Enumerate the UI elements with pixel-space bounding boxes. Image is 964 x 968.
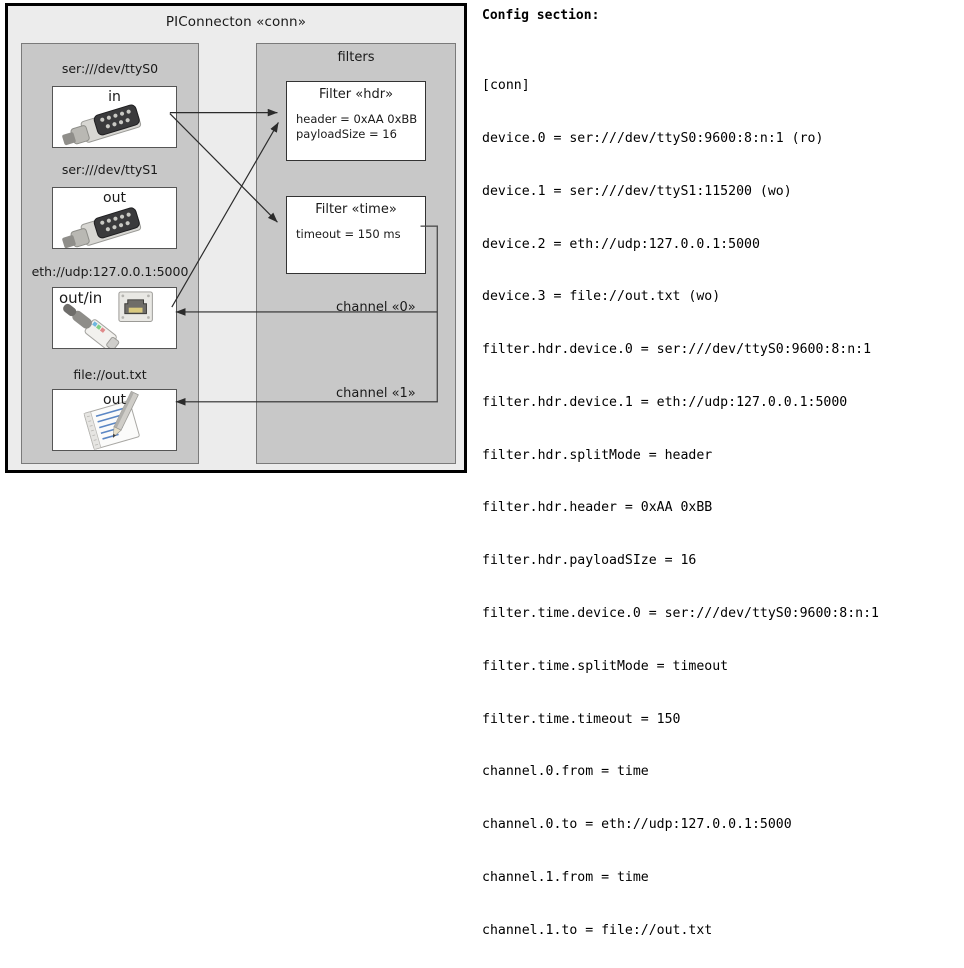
ethernet-rj45-icon	[63, 291, 153, 348]
serial-db9-connector-icon	[62, 104, 142, 146]
config-line: filter.hdr.device.1 = eth://udp:127.0.0.…	[482, 394, 848, 410]
text-file-icon	[83, 390, 140, 450]
config-section: Config section: [conn] device.0 = ser://…	[482, 0, 964, 938]
device-caption-ttys1: ser:///dev/ttyS1	[61, 162, 159, 177]
diagram-page: PIConnecton «conn» filters ser:///dev/tt…	[5, 0, 964, 938]
config-line: device.1 = ser:///dev/ttyS1:115200 (wo)	[482, 183, 792, 199]
filter-prop: header = 0xAA 0xBB	[296, 112, 418, 126]
config-line: [conn]	[482, 78, 530, 94]
wire-channel-1	[175, 311, 438, 406]
page-title: PIConnecton «conn»	[165, 14, 307, 30]
device-card-file[interactable]: out	[52, 389, 177, 451]
filters-group-label: filters	[337, 50, 375, 65]
config-line: device.0 = ser:///dev/ttyS0:9600:8:n:1 (…	[482, 130, 824, 146]
serial-db9-connector-icon	[62, 207, 142, 248]
config-line: channel.1.from = time	[482, 869, 649, 885]
device-caption-file: file://out.txt	[73, 367, 147, 382]
filter-title-hdr: Filter «hdr»	[318, 87, 394, 102]
filter-props-time: timeout = 150 ms	[296, 227, 401, 242]
config-line: filter.hdr.header = 0xAA 0xBB	[482, 500, 713, 516]
config-line: device.3 = file://out.txt (wo)	[482, 289, 721, 305]
wire-eth-to-hdr	[171, 122, 279, 308]
config-line: filter.hdr.device.0 = ser:///dev/ttyS0:9…	[482, 342, 872, 358]
device-caption-eth: eth://udp:127.0.0.1:5000	[31, 264, 189, 279]
connector-wires	[169, 108, 438, 406]
channel-label-1: channel «1»	[336, 386, 416, 401]
piconnector-diagram: PIConnecton «conn» filters ser:///dev/tt…	[5, 3, 467, 473]
config-line: filter.time.splitMode = timeout	[482, 658, 729, 674]
config-line: device.2 = eth://udp:127.0.0.1:5000	[482, 236, 760, 252]
filter-prop: timeout = 150 ms	[296, 227, 401, 241]
wire-ttys0-to-time	[169, 113, 278, 223]
channel-label-0: channel «0»	[336, 300, 416, 315]
config-line: filter.hdr.payloadSIze = 16	[482, 553, 697, 569]
filter-title-time: Filter «time»	[315, 202, 397, 217]
config-text: [conn] device.0 = ser:///dev/ttyS0:9600:…	[482, 42, 879, 968]
device-card-ttys0[interactable]: in	[52, 86, 177, 148]
config-line: channel.0.to = eth://udp:127.0.0.1:5000	[482, 817, 792, 833]
config-heading: Config section:	[482, 8, 600, 23]
channel-0-outline	[420, 225, 438, 312]
filter-box-time[interactable]: Filter «time» timeout = 150 ms	[286, 196, 426, 274]
device-caption-ttys0: ser:///dev/ttyS0	[61, 61, 159, 76]
config-line: filter.time.timeout = 150	[482, 711, 681, 727]
filter-props-hdr: header = 0xAA 0xBB payloadSize = 16	[296, 112, 417, 142]
filter-box-hdr[interactable]: Filter «hdr» header = 0xAA 0xBB payloadS…	[286, 81, 426, 161]
config-line: channel.0.from = time	[482, 764, 649, 780]
wire-channel-0	[175, 225, 438, 316]
filter-prop: payloadSize = 16	[296, 127, 397, 141]
config-line: filter.time.device.0 = ser:///dev/ttyS0:…	[482, 606, 879, 621]
config-line: filter.hdr.splitMode = header	[482, 447, 713, 463]
config-line: channel.1.to = file://out.txt	[482, 922, 713, 938]
